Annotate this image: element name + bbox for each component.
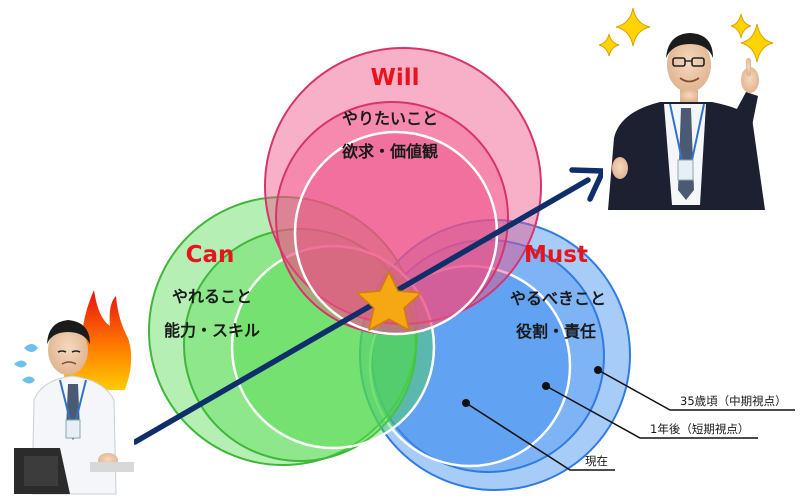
stressed-worker-illustration	[14, 290, 134, 495]
will-title: Will	[370, 65, 419, 91]
callout-short-term-label: 1年後（短期視点）	[650, 422, 749, 436]
can-title: Can	[186, 242, 235, 268]
callout-mid-term-label: 35歳頃（中期視点）	[680, 394, 787, 408]
confident-businessman-illustration	[603, 33, 765, 210]
callout-short-term: 1年後（短期視点）	[542, 382, 758, 439]
will-line2: 欲求・価値観	[341, 142, 438, 161]
will-circle-group	[264, 47, 542, 336]
sparkle-icon	[598, 7, 774, 63]
callout-mid-term: 35歳頃（中期視点）	[594, 366, 795, 411]
star-icon	[356, 271, 422, 331]
must-circle-group	[359, 219, 631, 491]
sweat-icon	[14, 344, 38, 384]
must-title: Must	[524, 242, 588, 268]
can-line2: 能力・スキル	[164, 321, 260, 340]
will-line1: やりたいこと	[342, 109, 438, 128]
must-circle-inner	[368, 264, 572, 468]
callout-current-label: 現在	[585, 454, 608, 468]
must-line1: やるべきこと	[510, 289, 606, 308]
must-line2: 役割・責任	[516, 322, 596, 341]
can-line1: やれること	[172, 287, 252, 306]
callout-current: 現在	[462, 399, 615, 471]
